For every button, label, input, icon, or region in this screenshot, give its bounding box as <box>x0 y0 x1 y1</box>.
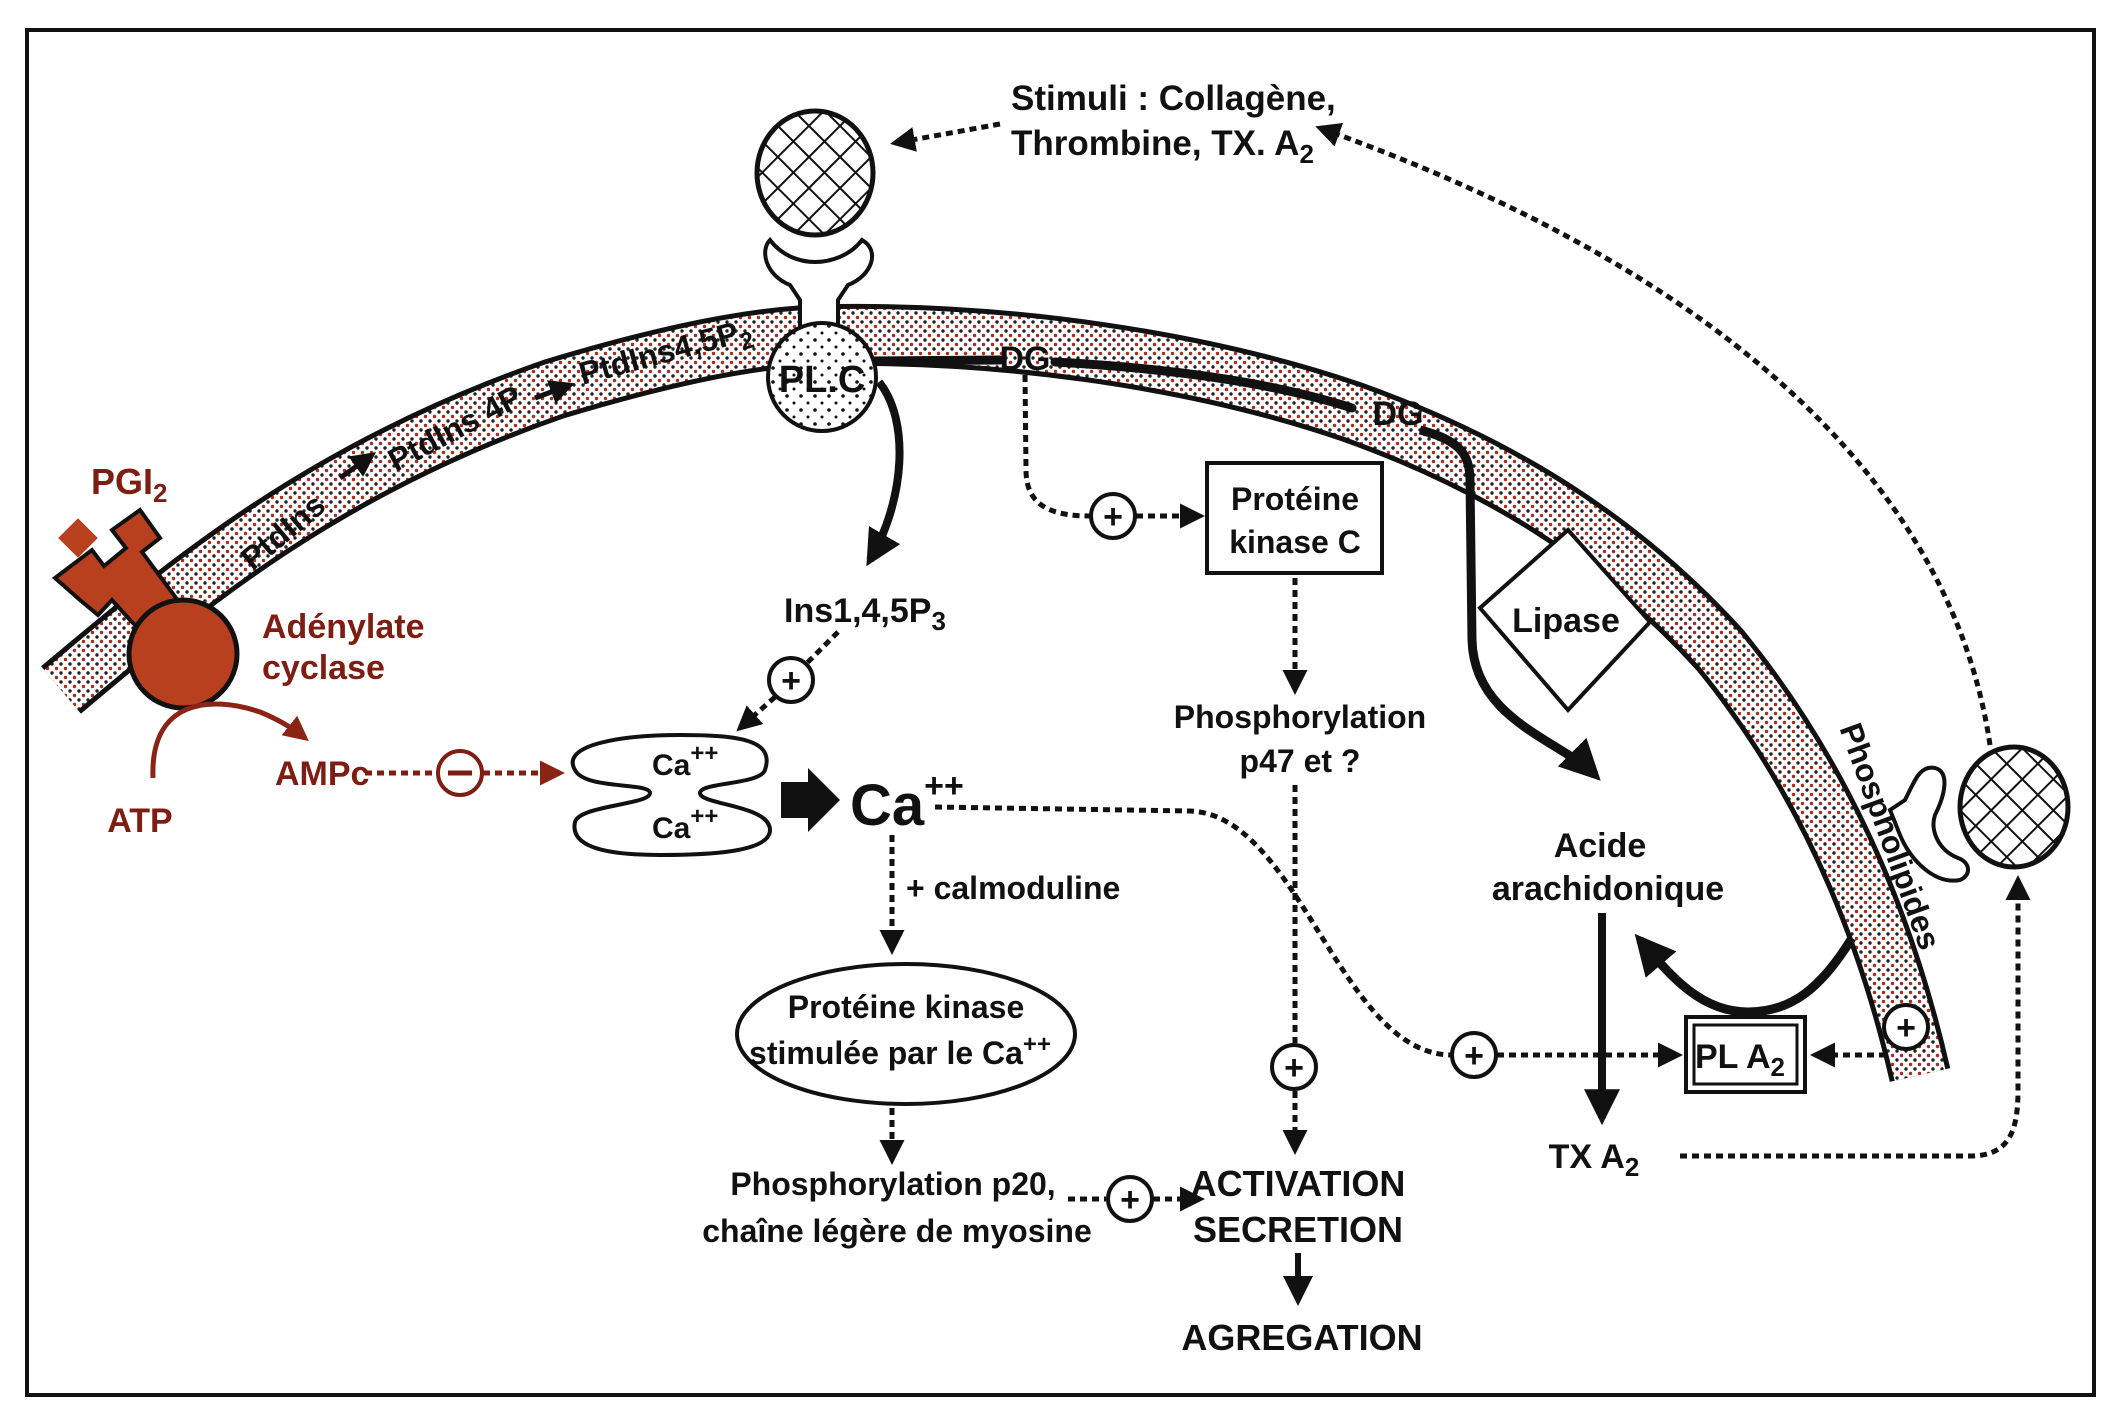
ins-to-plus-dotted <box>804 630 840 666</box>
atp-to-ampc-arrow <box>150 701 309 779</box>
phospho-p20-line1: Phosphorylation p20, <box>730 1166 1055 1202</box>
svg-text:stimulée par le Ca++: stimulée par le Ca++ <box>749 1031 1051 1071</box>
svg-text:+: + <box>781 662 801 700</box>
svg-text:+: + <box>1284 1049 1304 1087</box>
plus-badge-pla2-left: + <box>1450 1031 1498 1079</box>
txa2-to-receptor-dotted <box>1680 875 2031 1159</box>
ampc-label: AMPc <box>275 755 369 793</box>
plus-badge-ins: + <box>767 656 815 704</box>
svg-text:kinase C: kinase C <box>1229 524 1361 560</box>
stimuli-line1: Stimuli : Collagène, <box>1011 79 1336 118</box>
ca-store-bottom-label: Ca++ <box>652 803 718 845</box>
atp-label: ATP <box>107 802 172 840</box>
stimulus-ligand-icon <box>754 108 876 238</box>
ptdins4p-arrow <box>534 380 575 404</box>
plc-enzyme: PL.C <box>766 321 878 433</box>
adenylate-cyclase-complex <box>51 507 240 711</box>
pk-ca-ellipse: Protéine kinase stimulée par le Ca++ <box>735 962 1077 1106</box>
ca-to-pla2-dotted <box>934 804 1453 1058</box>
acide-line1: Acide <box>1554 827 1647 865</box>
svg-text:+: + <box>1896 1009 1916 1047</box>
activation-label: ACTIVATION <box>1191 1163 1406 1204</box>
pgi2-ligand-icon <box>58 518 98 558</box>
stimuli-to-receptor-arrow <box>890 121 1001 152</box>
phospho-p20-line2: chaîne légère de myosine <box>702 1213 1092 1249</box>
lipase-label: Lipase <box>1512 602 1620 640</box>
stimuli-line2: Thrombine, TX. A2 <box>1011 124 1314 169</box>
right-receptor <box>1887 744 2071 883</box>
phospho-p47-line1: Phosphorylation <box>1174 699 1426 735</box>
svg-text:PL A2: PL A2 <box>1695 1038 1785 1082</box>
acide-line2: arachidonique <box>1492 870 1724 908</box>
ca-free-label: Ca++ <box>850 767 964 838</box>
adenylate-label-line1: Adénylate <box>262 608 425 646</box>
plus-badge-membrane: + <box>1882 1003 1930 1051</box>
svg-text:Protéine: Protéine <box>1231 481 1359 517</box>
dg-to-pkc-dotted <box>1022 374 1091 519</box>
plus-badge-p20: + <box>1106 1175 1154 1223</box>
adenylate-label-line2: cyclase <box>262 649 385 687</box>
ptdins-arrow <box>338 452 377 481</box>
phospho-p47-line2: p47 et ? <box>1240 743 1361 779</box>
pgi2-label: PGI2 <box>91 461 167 508</box>
dg-to-acide-arrow <box>1418 425 1601 781</box>
dg-bar-right <box>1050 357 1357 413</box>
plus-badge-pkc: + <box>1089 492 1137 540</box>
dg-label-1: DG <box>1000 340 1051 378</box>
pla2-to-acide-arrow <box>1634 933 1856 1017</box>
svg-text:+: + <box>1120 1181 1140 1219</box>
dg-bar-left <box>865 355 1005 366</box>
svg-text:Protéine kinase: Protéine kinase <box>788 989 1025 1025</box>
plus-to-store-arrow <box>736 695 777 732</box>
dg-label-2: DG <box>1373 395 1424 433</box>
ca-release-arrow <box>781 768 840 832</box>
plc-label: PL.C <box>779 359 866 401</box>
cell-membrane <box>41 303 1951 1082</box>
txa2-feedback-arc <box>1315 122 1993 746</box>
calcium-store: Ca++ Ca++ <box>570 732 773 858</box>
ins145p3-label: Ins1,4,5P3 <box>784 592 946 636</box>
svg-text:+: + <box>1464 1037 1484 1075</box>
txa2-label: TX A2 <box>1549 1138 1640 1182</box>
ca-store-top-label: Ca++ <box>652 740 718 782</box>
pla2-box: PL A2 <box>1684 1015 1807 1094</box>
lipase-enzyme: Lipase <box>1477 527 1653 713</box>
calmoduline-label: + calmoduline <box>906 870 1120 906</box>
pkc-box: Protéine kinase C <box>1205 461 1384 575</box>
txa2-ligand-icon <box>1957 744 2071 870</box>
minus-badge <box>436 749 484 797</box>
top-receptor <box>754 108 876 337</box>
svg-text:+: + <box>1103 498 1123 536</box>
plc-to-ins-arrow <box>866 379 904 567</box>
agregation-label: AGREGATION <box>1181 1317 1422 1358</box>
plus-badge-p47: + <box>1270 1043 1318 1091</box>
secretion-label: SECRETION <box>1193 1209 1403 1250</box>
